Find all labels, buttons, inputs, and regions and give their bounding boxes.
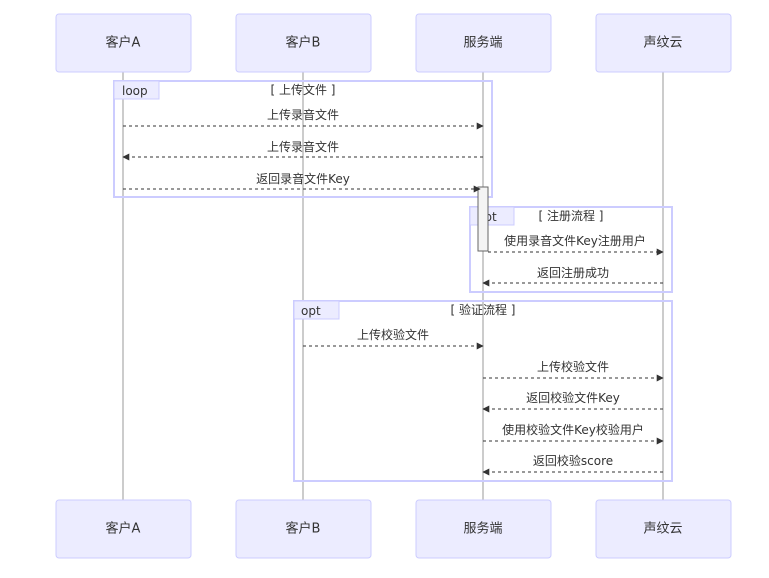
actor-label: 服务端 <box>463 35 502 51</box>
frame-condition-label: [ 上传文件 ] <box>271 82 336 97</box>
message: 上传录音文件 <box>122 139 483 161</box>
message-label: 使用录音文件Key注册用户 <box>504 233 646 248</box>
actor-bottom-voiceprint-cloud: 声纹云 <box>595 499 732 559</box>
frame-kind-label: opt <box>301 304 321 318</box>
message: 使用录音文件Key注册用户 <box>488 233 664 256</box>
frame-kind-label: loop <box>122 84 148 98</box>
actor-label: 客户B <box>286 521 321 537</box>
frame-opt-verification: opt [ 验证流程 ] <box>293 300 673 482</box>
actor-top-client-b: 客户B <box>235 13 372 73</box>
message-label: 上传录音文件 <box>267 139 339 154</box>
actor-top-voiceprint-cloud: 声纹云 <box>595 13 732 73</box>
message: 返回录音文件Key <box>123 171 481 193</box>
message: 返回校验文件Key <box>482 390 663 413</box>
message-label: 上传校验文件 <box>537 359 609 374</box>
frame-loop-upload: loop [ 上传文件 ] <box>113 80 493 198</box>
actor-label: 客户A <box>106 35 141 51</box>
message-label: 上传录音文件 <box>267 107 339 122</box>
message: 使用校验文件Key校验用户 <box>483 422 664 445</box>
server-activation-bar <box>477 186 489 252</box>
message: 上传校验文件 <box>303 327 484 350</box>
actor-top-server: 服务端 <box>415 13 552 73</box>
actor-label: 声纹云 <box>643 36 682 51</box>
frame-condition-label: [ 验证流程 ] <box>451 302 516 317</box>
message-label: 返回校验文件Key <box>526 390 620 405</box>
message: 上传校验文件 <box>483 359 664 382</box>
message: 上传录音文件 <box>123 107 484 130</box>
actor-label: 客户B <box>286 35 321 51</box>
actor-bottom-client-b: 客户B <box>235 499 372 559</box>
actor-bottom-server: 服务端 <box>415 499 552 559</box>
actor-label: 客户A <box>106 521 141 537</box>
message-label: 返回录音文件Key <box>256 171 350 186</box>
actor-label: 声纹云 <box>643 522 682 537</box>
message-label: 使用校验文件Key校验用户 <box>502 422 644 437</box>
message: 返回注册成功 <box>482 265 663 287</box>
frame-condition-label: [ 注册流程 ] <box>539 208 604 223</box>
actor-top-client-a: 客户A <box>55 13 192 73</box>
actor-bottom-client-a: 客户A <box>55 499 192 559</box>
message: 返回校验score <box>482 453 663 476</box>
message-label: 返回注册成功 <box>537 265 609 280</box>
actor-label: 服务端 <box>463 521 502 537</box>
message-label: 上传校验文件 <box>357 327 429 342</box>
message-label: 返回校验score <box>533 453 613 468</box>
